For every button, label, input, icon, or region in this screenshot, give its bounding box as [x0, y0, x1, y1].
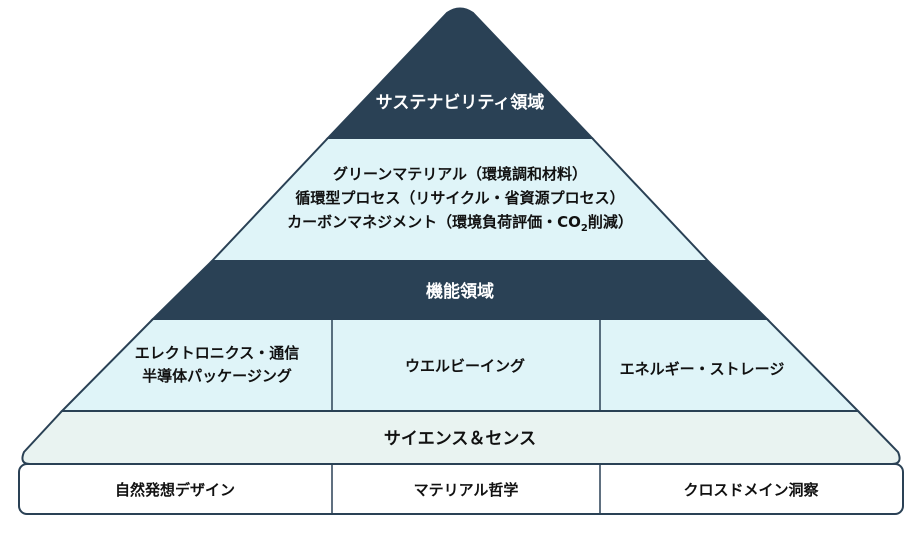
- sustainability-item-3-part-a: カーボンマネジメント（環境負荷評価・CO: [287, 213, 581, 231]
- apex-title: サステナビリティ領域: [376, 92, 545, 113]
- function-title: 機能領域: [426, 281, 494, 302]
- function-cell-energy: エネルギー・ストレージ: [620, 360, 785, 378]
- base-cell-nature-design: 自然発想デザイン: [115, 481, 235, 499]
- co2-subscript: 2: [581, 223, 588, 234]
- science-title: サイエンス＆センス: [384, 429, 536, 449]
- base-band: [18, 463, 904, 515]
- apex-band: [325, 7, 595, 139]
- base-cell-cross-domain: クロスドメイン洞察: [683, 481, 819, 499]
- function-cell-electronics-line1: エレクトロニクス・通信: [135, 344, 300, 362]
- sustainability-item-2: 循環型プロセス（リサイクル・省資源プロセス）: [295, 189, 624, 207]
- sustainability-item-3: カーボンマネジメント（環境負荷評価・CO2削減）: [287, 213, 633, 234]
- function-cell-electronics-line2: 半導体パッケージング: [142, 367, 292, 385]
- sustainability-item-1: グリーンマテリアル（環境調和材料）: [333, 165, 587, 183]
- sustainability-item-3-part-b: 削減）: [588, 213, 633, 231]
- base-cell-material-philosophy: マテリアル哲学: [414, 481, 519, 499]
- function-cell-wellbeing: ウエルビーイング: [405, 357, 525, 375]
